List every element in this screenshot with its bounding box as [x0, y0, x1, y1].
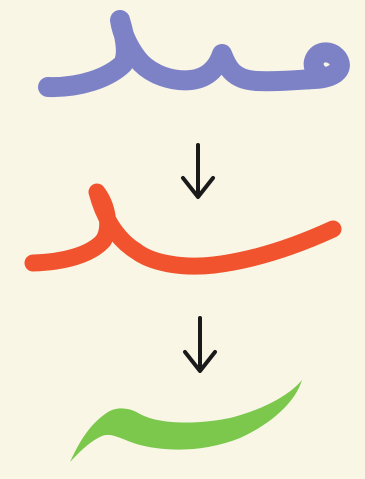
- green-swash: [70, 380, 302, 462]
- red-stroke-main: [33, 192, 333, 266]
- arrow-down-icon: [185, 318, 215, 371]
- stage-3-glyph: [70, 380, 302, 462]
- blue-stroke-main: [48, 20, 340, 87]
- stage-2-glyph: [33, 192, 333, 266]
- arrow-down-icon: [183, 145, 213, 197]
- stage-1-glyph: [48, 20, 340, 87]
